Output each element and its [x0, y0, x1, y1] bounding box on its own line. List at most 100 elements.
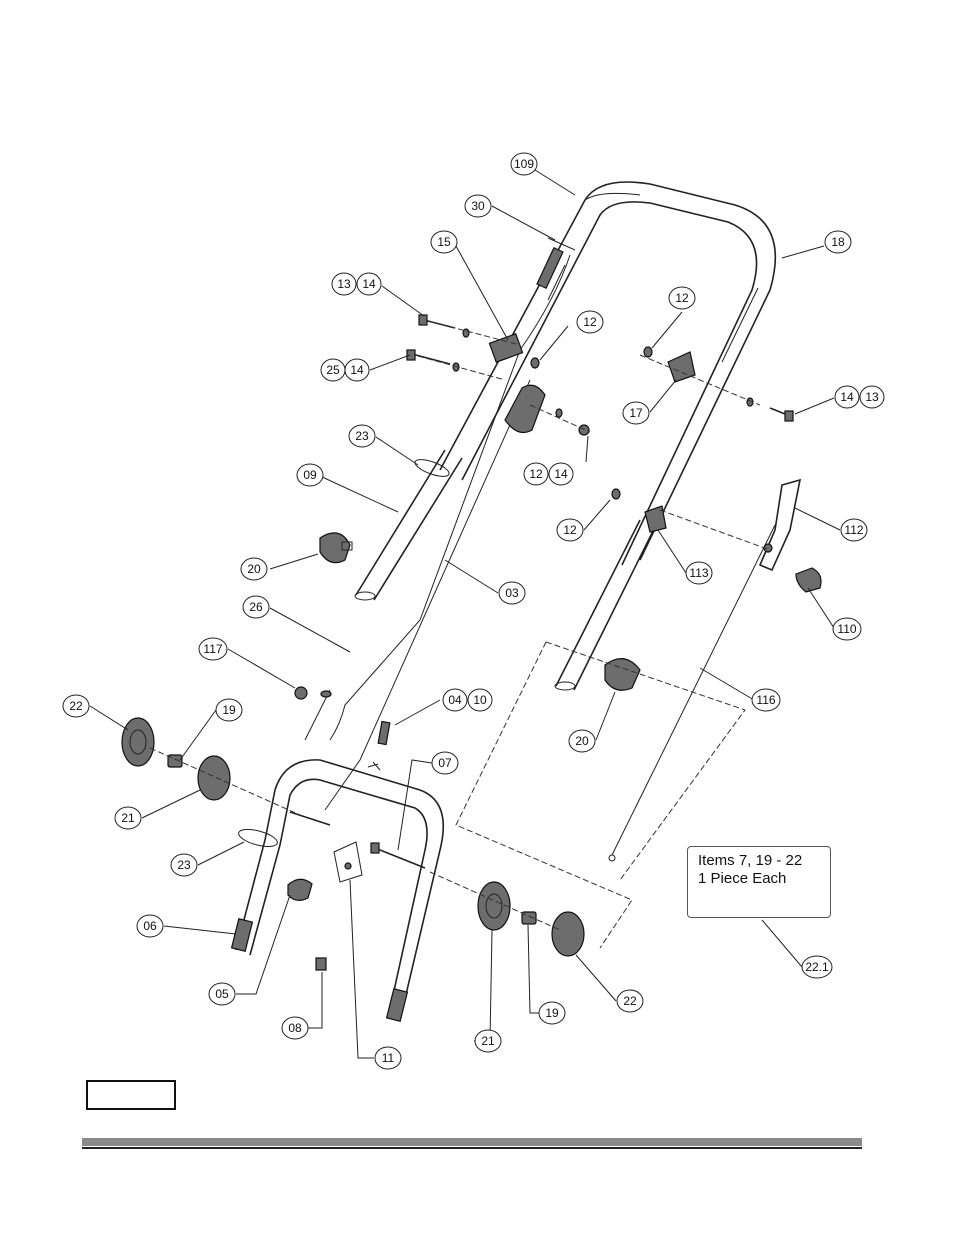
control-box — [504, 384, 546, 433]
svg-text:12: 12 — [583, 315, 597, 329]
kit-outline — [455, 641, 746, 949]
callout-20-left: 20 — [240, 557, 268, 581]
svg-text:116: 116 — [756, 693, 775, 707]
nut-117 — [294, 686, 308, 700]
footer-rule-dark — [82, 1147, 862, 1149]
callout-09: 09 — [296, 463, 324, 487]
svg-text:22: 22 — [623, 994, 637, 1008]
strap-23-lower — [238, 828, 278, 848]
lever-112 — [758, 478, 802, 572]
callout-21-right: 21 — [474, 1029, 502, 1053]
svg-text:14: 14 — [840, 390, 854, 404]
callout-06: 06 — [136, 914, 164, 938]
callout-14-13-right: 14 13 — [834, 385, 885, 409]
callout-117: 117 — [198, 637, 228, 661]
svg-text:30: 30 — [471, 199, 485, 213]
callout-12-top-right: 12 — [576, 310, 604, 334]
callout-12-mid-right: 12 — [556, 518, 584, 542]
svg-text:19: 19 — [222, 703, 236, 717]
callout-03: 03 — [498, 581, 526, 605]
kit-note-line-2: 1 Piece Each — [698, 870, 787, 887]
svg-text:19: 19 — [545, 1006, 559, 1020]
svg-text:14: 14 — [554, 467, 568, 481]
svg-text:22: 22 — [69, 699, 83, 713]
callout-12-14: 12 14 — [523, 462, 574, 486]
upper-tube-right — [554, 519, 657, 691]
upper-hardware — [406, 314, 794, 551]
footer-rule — [82, 1138, 862, 1146]
cable-bracket — [488, 333, 524, 363]
callout-12-center: 12 — [668, 286, 696, 310]
svg-text:18: 18 — [831, 235, 845, 249]
svg-text:04: 04 — [448, 693, 462, 707]
callout-18: 18 — [824, 230, 852, 254]
svg-text:21: 21 — [121, 811, 135, 825]
figure-label-box — [86, 1080, 176, 1110]
callout-17: 17 — [622, 401, 650, 425]
svg-text:06: 06 — [143, 919, 157, 933]
svg-text:05: 05 — [215, 987, 229, 1001]
callout-15: 15 — [430, 230, 458, 254]
svg-text:20: 20 — [575, 734, 589, 748]
callout-11: 11 — [374, 1046, 402, 1070]
svg-text:23: 23 — [177, 858, 191, 872]
callout-22-right: 22 — [616, 989, 644, 1013]
callout-23-bottom: 23 — [170, 853, 198, 877]
svg-text:13: 13 — [865, 390, 879, 404]
svg-text:03: 03 — [505, 586, 519, 600]
leader-lines — [89, 169, 841, 1059]
svg-text:15: 15 — [437, 235, 451, 249]
bolts-lower — [367, 720, 426, 869]
svg-text:07: 07 — [438, 756, 452, 770]
svg-text:112: 112 — [844, 523, 863, 537]
svg-text:11: 11 — [382, 1051, 395, 1065]
knob-110 — [795, 567, 822, 593]
svg-text:109: 109 — [514, 157, 534, 171]
callout-110: 110 — [832, 617, 862, 641]
kit-note-line-1: Items 7, 19 - 22 — [698, 852, 803, 869]
callout-20-right: 20 — [568, 729, 596, 753]
callout-112: 112 — [840, 518, 868, 542]
upper-tube-left — [354, 449, 463, 601]
upper-handle — [439, 181, 777, 566]
parts-artwork — [121, 181, 822, 1022]
knob-20-left — [319, 532, 353, 564]
svg-text:12: 12 — [563, 523, 577, 537]
callout-19-right: 19 — [538, 1001, 566, 1025]
cables — [304, 237, 776, 862]
callout-22-1: 22.1 — [801, 955, 833, 979]
callout-30: 30 — [464, 194, 492, 218]
svg-text:21: 21 — [481, 1034, 495, 1048]
callout-07: 07 — [431, 751, 459, 775]
knob-20-right — [604, 658, 641, 691]
bracket-17 — [667, 351, 696, 383]
strap-23-upper — [414, 459, 450, 477]
callout-21-left: 21 — [114, 806, 142, 830]
svg-text:23: 23 — [355, 429, 369, 443]
svg-text:14: 14 — [362, 277, 376, 291]
callout-23-top: 23 — [348, 424, 376, 448]
callout-113: 113 — [685, 561, 713, 585]
callout-05: 05 — [208, 982, 236, 1006]
svg-text:12: 12 — [529, 467, 543, 481]
callout-26: 26 — [242, 595, 270, 619]
lower-handle — [230, 759, 444, 1022]
svg-text:25: 25 — [326, 363, 340, 377]
wheel-assembly-right — [429, 871, 585, 957]
callout-13-14-top: 13 14 — [331, 272, 382, 296]
svg-text:22.1: 22.1 — [805, 960, 829, 974]
callout-22-left: 22 — [62, 694, 90, 718]
svg-text:117: 117 — [203, 642, 222, 656]
callout-116: 116 — [751, 688, 781, 712]
svg-text:09: 09 — [303, 468, 317, 482]
svg-text:14: 14 — [350, 363, 364, 377]
svg-text:08: 08 — [288, 1021, 302, 1035]
svg-text:12: 12 — [675, 291, 689, 305]
callout-109: 109 — [510, 152, 538, 176]
callout-08: 08 — [281, 1016, 309, 1040]
svg-text:13: 13 — [337, 277, 351, 291]
callout-25-14: 25 14 — [320, 358, 370, 382]
